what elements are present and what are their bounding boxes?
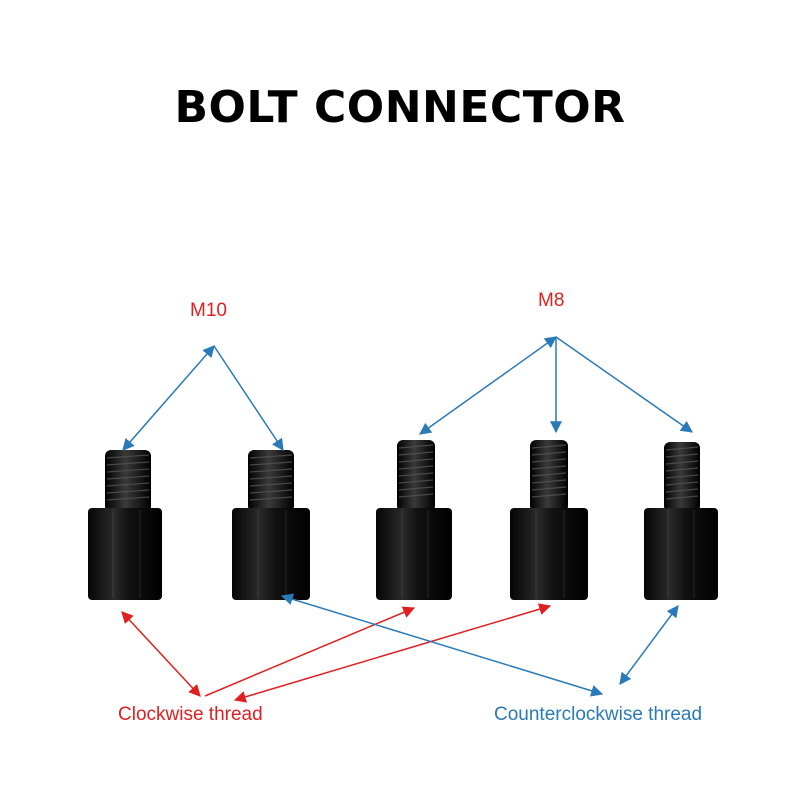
bolt-connector-2 xyxy=(232,450,310,600)
clockwise-thread-label: Clockwise thread xyxy=(118,704,263,725)
counterclockwise-thread-label: Counterclockwise thread xyxy=(494,704,703,725)
bolt-connector-4 xyxy=(510,440,588,600)
counterclockwise-arrows xyxy=(280,593,679,697)
clockwise-arrows xyxy=(121,603,552,703)
bolt-connector-3 xyxy=(376,440,452,600)
m8-arrows xyxy=(419,336,693,435)
m8-label: M8 xyxy=(538,290,565,311)
page-title: BOLT CONNECTOR xyxy=(174,82,626,133)
m10-arrows xyxy=(122,345,284,451)
bolt-connector-1 xyxy=(88,450,162,600)
bolt-connector-5 xyxy=(644,442,718,600)
m10-label: M10 xyxy=(190,300,227,321)
